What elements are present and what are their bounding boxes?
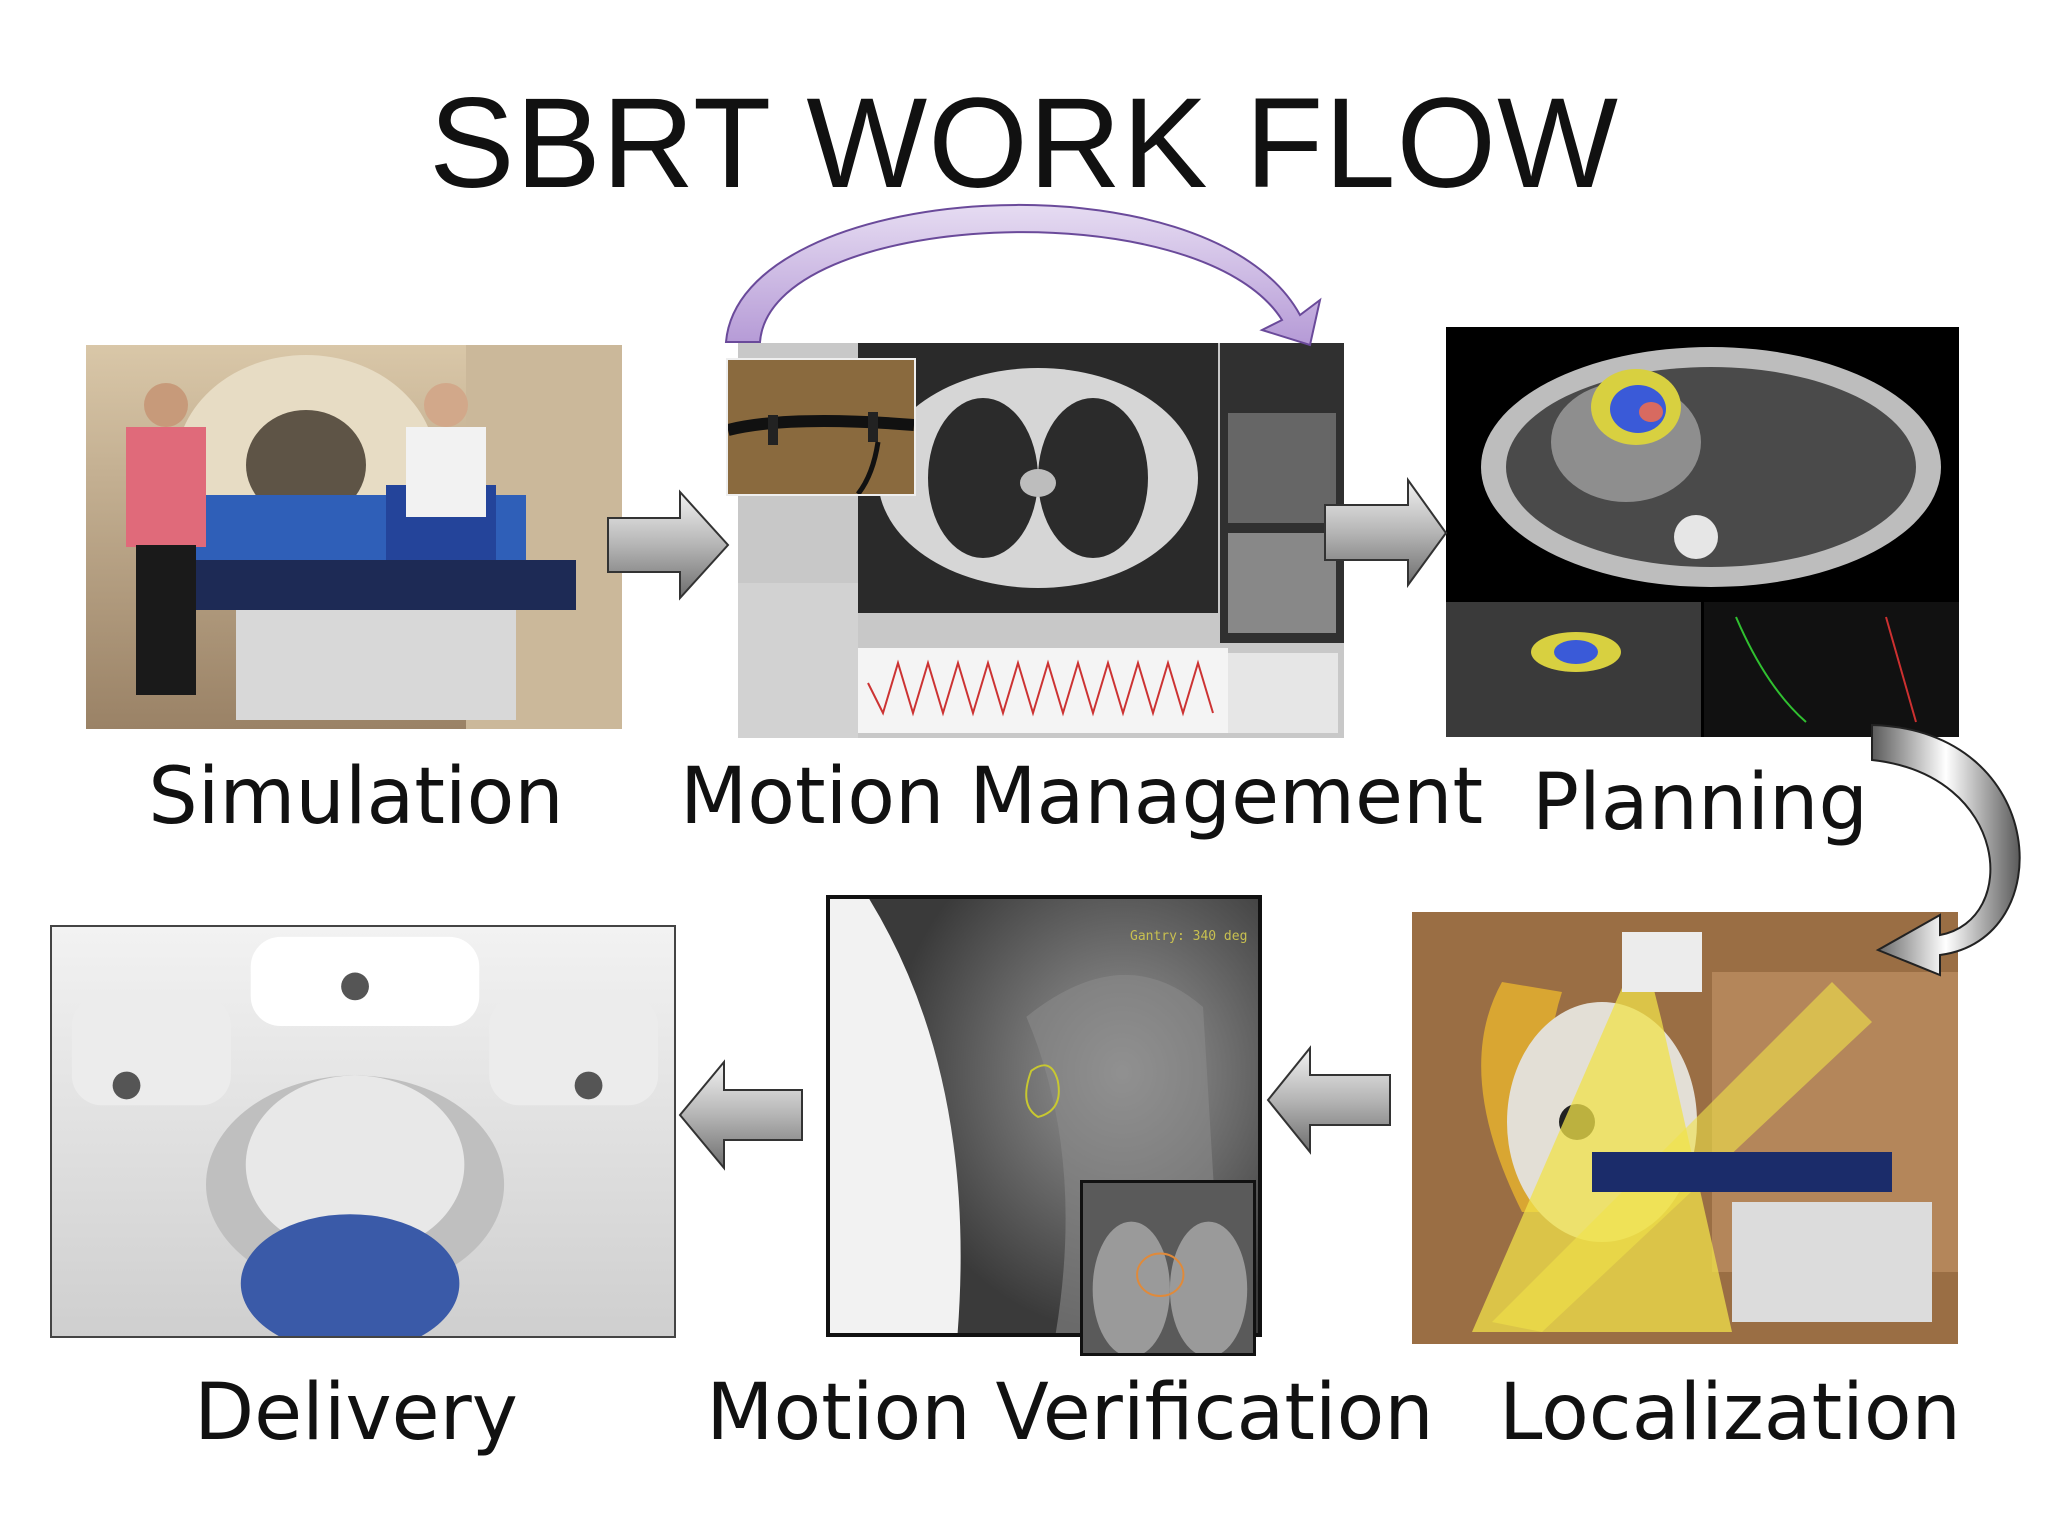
arrow-verification-to-delivery bbox=[678, 1059, 803, 1171]
planning-screenshot bbox=[1446, 327, 1959, 737]
step-label-delivery: Delivery bbox=[194, 1368, 518, 1458]
motion-loop-arrow bbox=[724, 203, 1322, 347]
motion-management-screenshot bbox=[738, 343, 1344, 738]
page-title: SBRT WORK FLOW bbox=[429, 72, 1619, 215]
arrow-localization-to-verification bbox=[1266, 1045, 1391, 1155]
arrow-simulation-to-motion bbox=[607, 489, 730, 601]
step-label-planning: Planning bbox=[1532, 758, 1868, 848]
step-label-localization: Localization bbox=[1499, 1368, 1961, 1458]
step-label-motion-management: Motion Management bbox=[680, 752, 1484, 842]
motion-verification-inset-image bbox=[1080, 1180, 1256, 1356]
gantry-readout: Gantry: 340 deg bbox=[1130, 929, 1248, 944]
step-label-simulation: Simulation bbox=[148, 752, 564, 842]
localization-photo bbox=[1412, 912, 1958, 1344]
step-label-motion-verification: Motion Verification bbox=[706, 1368, 1434, 1458]
simulation-photo bbox=[86, 345, 622, 729]
delivery-photo bbox=[50, 925, 676, 1338]
motion-belt-inset-photo bbox=[726, 358, 916, 496]
